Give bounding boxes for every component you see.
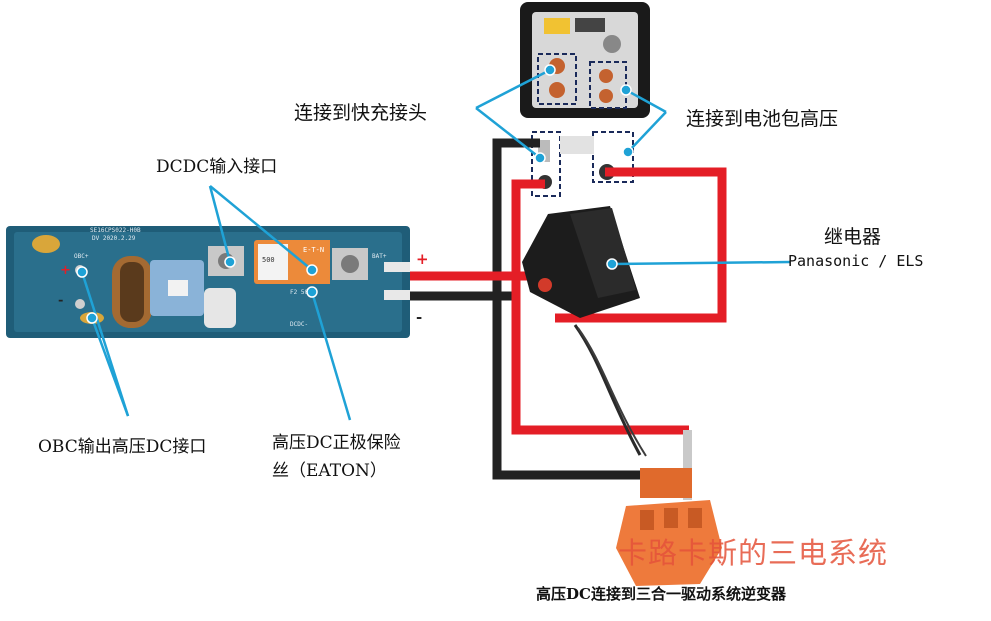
- callout-dots: [76, 64, 634, 324]
- positive-wires: [410, 167, 727, 435]
- relay-body: [522, 206, 640, 318]
- fuse-brand-text: E-T-N: [303, 246, 324, 254]
- label-relay-brand: Panasonic / ELS: [788, 252, 924, 270]
- label-obc-output: OBC输出高压DC接口: [38, 437, 207, 457]
- negative-wires: [410, 138, 689, 480]
- pcb-date-text: DV 2020.2.29: [92, 235, 136, 242]
- label-relay-title: 继电器: [824, 226, 882, 248]
- pcb-model-text: SE16CPS022-H0B: [90, 227, 141, 234]
- inverter-cables: [573, 324, 692, 500]
- port-dcdc-text: DCDC-: [290, 321, 308, 328]
- hv-port-assembly: [520, 2, 650, 197]
- plus-sign-bat: +: [416, 250, 429, 268]
- callout-lines: [80, 68, 791, 421]
- minus-sign-obc: -: [58, 293, 63, 308]
- fuse-rating-text: 500: [262, 256, 275, 264]
- label-dcdc-input: DCDC输入接口: [156, 157, 278, 177]
- fuse-amp-text: F2 50A: [290, 289, 312, 296]
- label-inverter-caption: 高压DC连接到三合一驱动系统逆变器: [536, 585, 786, 603]
- plus-sign-obc: +: [60, 263, 71, 278]
- label-fuse-line1: 高压DC正极保险: [272, 433, 401, 453]
- label-battery-hv: 连接到电池包高压: [686, 108, 839, 130]
- minus-sign-bat: -: [416, 308, 422, 326]
- inverter-connector: [616, 468, 722, 586]
- port-obc-text: OBC+: [74, 253, 89, 260]
- port-bat-text: BAT+: [372, 253, 387, 260]
- label-fuse-line2: 丝（EATON）: [272, 461, 387, 481]
- watermark-text: 卡路卡斯的三电系统: [618, 536, 889, 570]
- dcdc-pcb: SE16CPS022-H0B DV 2020.2.29 500 E-T-N F2…: [6, 226, 410, 338]
- label-fast-charge: 连接到快充接头: [294, 102, 428, 124]
